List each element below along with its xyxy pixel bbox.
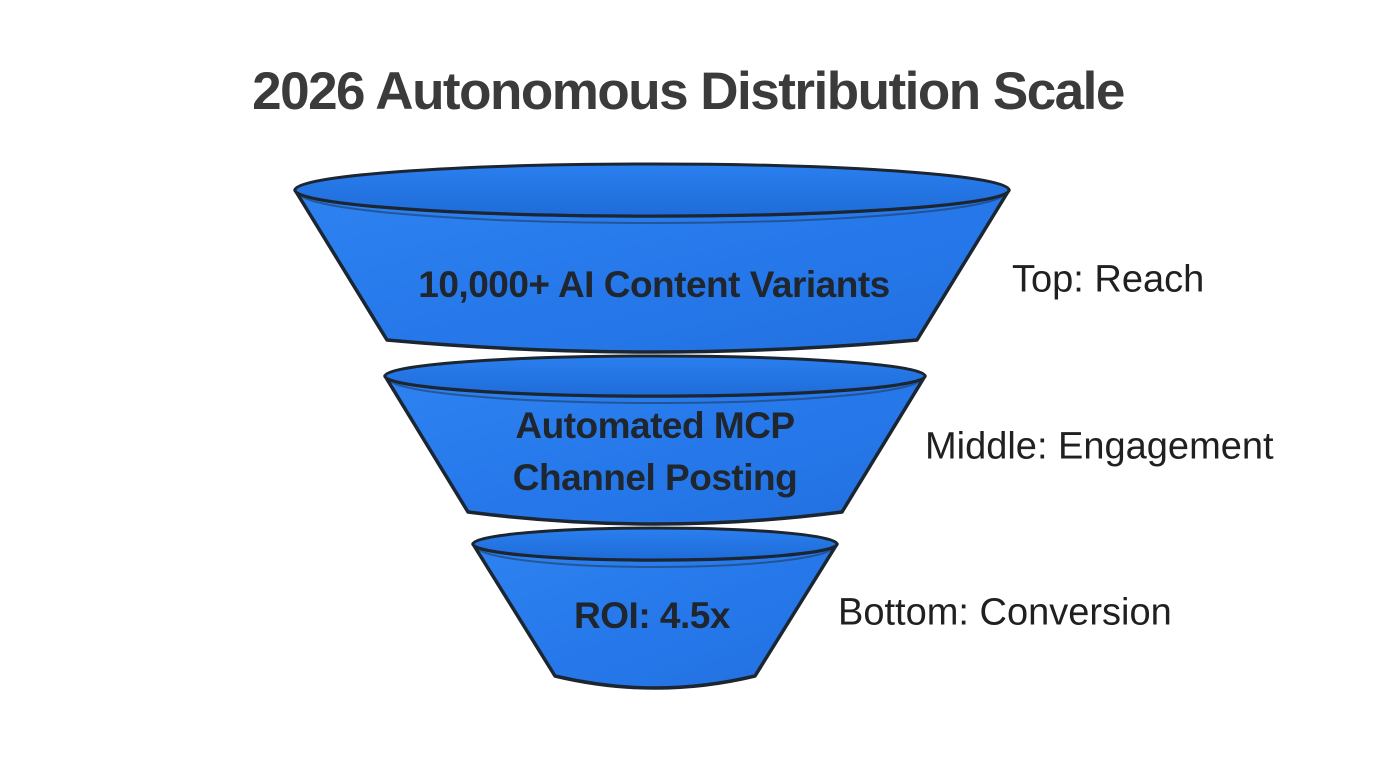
- side-label-bottom: Bottom: Conversion: [838, 591, 1172, 634]
- funnel-label-bottom: ROI: 4.5x: [574, 595, 730, 636]
- funnel-segment-top: [293, 162, 1011, 354]
- funnel-segment-bottom: [471, 526, 839, 690]
- funnel-segment-top-rim: [293, 162, 1011, 218]
- funnel-segment-middle-rim: [383, 354, 927, 398]
- side-label-top: Top: Reach: [1012, 258, 1205, 301]
- funnel-segment-top-lip: [297, 191, 1007, 224]
- funnel-segment-middle-lip: [387, 377, 923, 404]
- funnel-label-top: 10,000+ AI Content Variants: [418, 264, 890, 305]
- funnel-segment-bottom-lip: [475, 545, 835, 568]
- page-title: 2026 Autonomous Distribution Scale: [252, 62, 1125, 121]
- side-label-middle: Middle: Engagement: [925, 425, 1274, 468]
- funnel-label-middle: Automated MCP Channel Posting: [512, 405, 798, 498]
- funnel-segment-bottom-rim: [471, 526, 839, 562]
- funnel-segment-middle: [383, 354, 927, 526]
